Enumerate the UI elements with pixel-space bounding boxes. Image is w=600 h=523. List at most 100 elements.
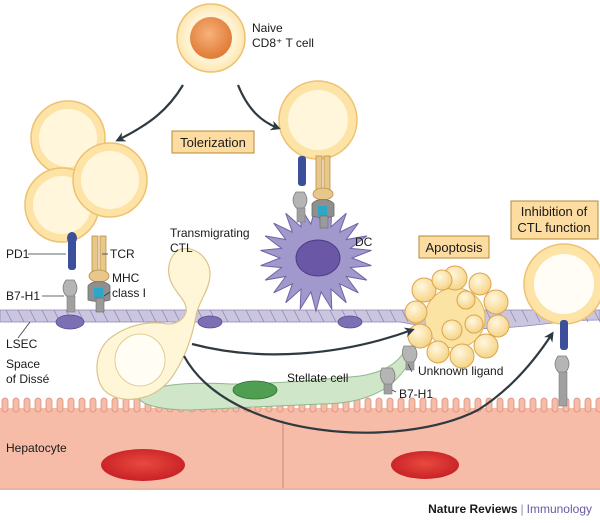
lsec-fenestra [137, 309, 145, 323]
microvillus [441, 397, 449, 413]
microvillus [122, 397, 130, 413]
microvillus [529, 397, 537, 413]
lsec-fenestra [281, 309, 289, 323]
lsec-fenestra [113, 309, 121, 323]
microvillus [518, 397, 526, 413]
microvillus [364, 397, 372, 413]
lsec-fenestra [401, 309, 409, 323]
lsec-fenestra [173, 309, 181, 323]
apoptotic-bleb [449, 343, 475, 369]
arrow-to-apoptosis [191, 327, 415, 356]
apoptotic-bleb [404, 300, 428, 324]
microvillus [67, 397, 75, 413]
space-label-line2: of Dissé [6, 372, 50, 386]
lsec-fenestra [5, 309, 13, 323]
lsec-fenestra [509, 309, 517, 323]
lsec-fenestra [149, 309, 157, 323]
inhibited-ctl [523, 243, 600, 325]
microvillus [551, 397, 559, 413]
tolerization-label: Tolerization [180, 135, 246, 150]
b7h1-label: B7-H1 [6, 289, 40, 303]
apoptotic-bleb [441, 319, 463, 341]
dc-receptor-pair [292, 155, 335, 229]
microvillus [45, 397, 53, 413]
lsec-fenestra [29, 309, 37, 323]
left-receptor-pair [62, 232, 111, 313]
apoptosis-box: Apoptosis [418, 235, 490, 259]
microvillus [573, 397, 581, 413]
lsec-layer [0, 309, 600, 330]
apoptotic-bleb [456, 290, 476, 310]
apoptotic-bleb [426, 340, 450, 364]
microvillus [375, 397, 383, 413]
microvillus [430, 397, 438, 413]
tcell-cluster [24, 100, 148, 243]
lsec-nucleus-2 [197, 315, 223, 329]
microvillus [540, 397, 548, 413]
microvillus [419, 397, 427, 413]
lsec-fenestra [317, 309, 325, 323]
lsec-fenestra [41, 309, 49, 323]
lsec-fenestra [377, 309, 385, 323]
microvillus [111, 397, 119, 413]
credit-separator: | [520, 502, 524, 516]
lsec-fenestra [269, 309, 277, 323]
arrow-to-cluster [115, 84, 184, 142]
stellate-label: Stellate cell [287, 371, 348, 385]
microvillus [56, 397, 64, 413]
microvillus [78, 397, 86, 413]
hepatocyte-layer [0, 397, 600, 490]
dendritic-cell [260, 202, 372, 314]
journal-section: Immunology [526, 502, 592, 516]
microvillus [386, 397, 394, 413]
tcell-on-dc [278, 80, 358, 160]
b7h1-label-2: B7-H1 [399, 387, 433, 401]
mhc-label-line1: MHC [112, 271, 140, 285]
lsec-nucleus-3 [337, 315, 363, 329]
lsec-fenestra [593, 309, 600, 323]
lsec-fenestra [257, 309, 265, 323]
microvillus [23, 397, 31, 413]
mhc-label-line2: class I [112, 286, 146, 300]
lsec-fenestra [161, 309, 169, 323]
dc-label: DC [355, 235, 373, 249]
leader-lines [17, 253, 413, 393]
microvillus [595, 397, 600, 413]
microvillus [89, 397, 97, 413]
apoptotic-bleb [473, 333, 499, 359]
transmigrating-ctl [96, 248, 211, 400]
microvillus [397, 397, 405, 413]
arrow-to-dc [236, 84, 281, 131]
apoptotic-bleb [464, 314, 484, 334]
lsec-fenestra [17, 309, 25, 323]
stellate-ligands [380, 345, 418, 395]
apoptotic-bleb [483, 289, 509, 315]
right-receptor-pair [554, 320, 570, 407]
dc-nucleus [295, 239, 341, 277]
lsec-fenestra [305, 309, 313, 323]
transmigrating-label-line1: Transmigrating [170, 226, 250, 240]
pd1-label: PD1 [6, 247, 30, 261]
lsec-fenestra [89, 309, 97, 323]
journal-credit: Nature Reviews|Immunology [402, 502, 592, 516]
hepatocyte-label: Hepatocyte [6, 441, 67, 455]
lsec-fenestra [293, 309, 301, 323]
microvillus [507, 397, 515, 413]
apoptosis-label: Apoptosis [425, 240, 483, 255]
microvillus [133, 397, 141, 413]
stellate-nucleus [232, 380, 278, 400]
lsec-label: LSEC [6, 337, 38, 351]
apoptotic-bleb [486, 314, 510, 338]
naive-t-cell [176, 3, 246, 73]
microvillus [12, 397, 20, 413]
lsec-fenestra [245, 309, 253, 323]
journal-name: Nature Reviews [428, 502, 518, 516]
apoptotic-bleb [411, 277, 437, 303]
tolerization-box: Tolerization [171, 130, 255, 154]
lsec-fenestra [521, 309, 529, 323]
inhibition-label-line2: CTL function [517, 220, 590, 235]
arrow-to-inhibition [183, 331, 554, 434]
naive-label-line2: CD8⁺ T cell [252, 36, 314, 50]
microvillus [584, 397, 592, 413]
